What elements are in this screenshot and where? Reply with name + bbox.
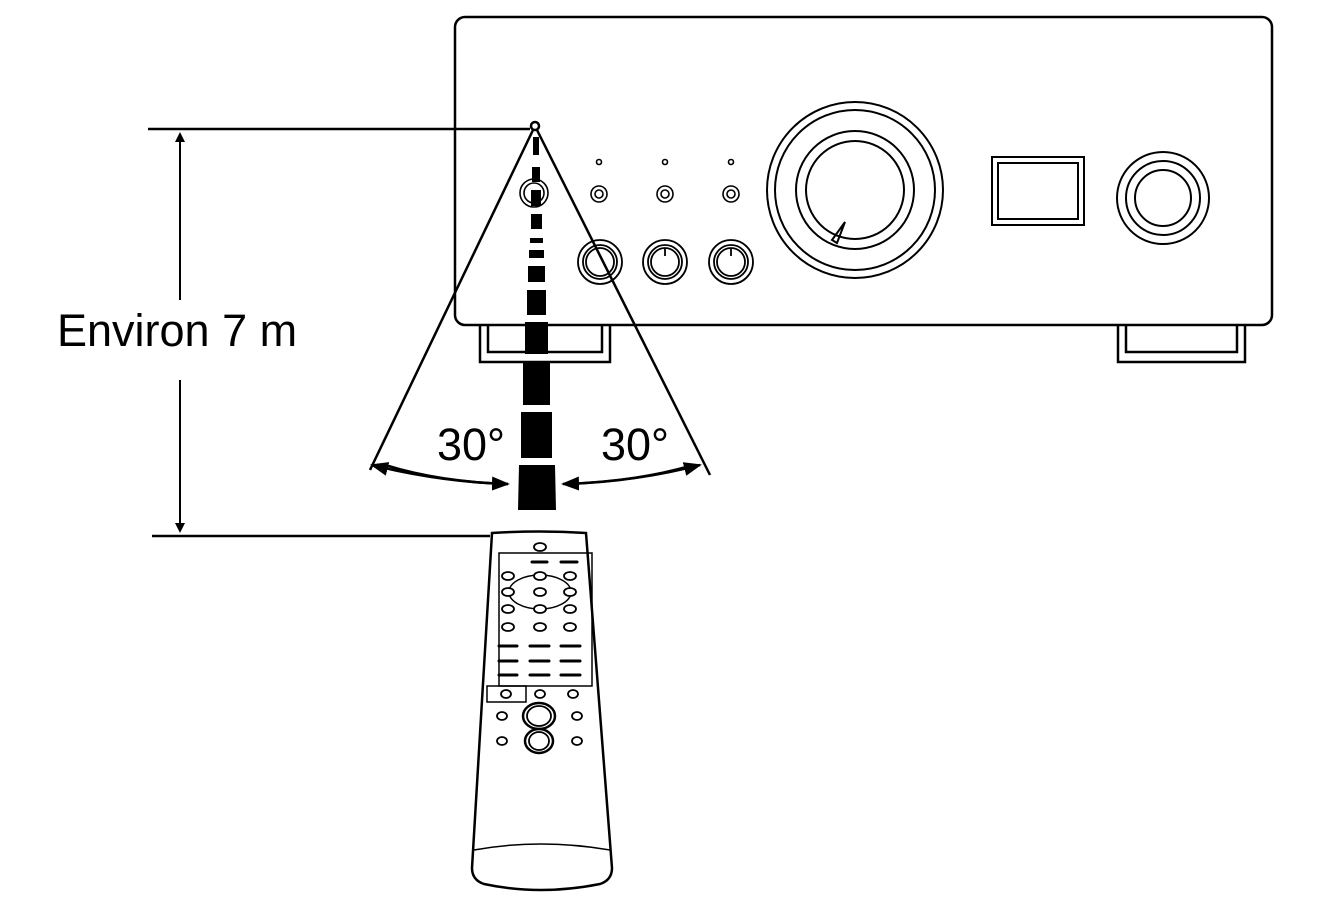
angle-arrows [370,462,702,491]
distance-dimension [148,127,530,538]
ir-beam [518,137,556,510]
distance-label: Environ 7 m [57,305,298,356]
volume-dial [766,101,944,279]
knobs [577,239,754,285]
power-knob [1116,151,1210,245]
angle-left-label: 30° [437,419,506,470]
small-indicators [519,158,740,208]
angle-right-label: 30° [601,419,670,470]
display-window [991,156,1085,226]
amplifier-body [453,15,1274,327]
foot-right [1116,325,1247,364]
reception-cone [368,120,712,476]
remote-control [470,530,614,892]
amplifier [453,15,1274,364]
